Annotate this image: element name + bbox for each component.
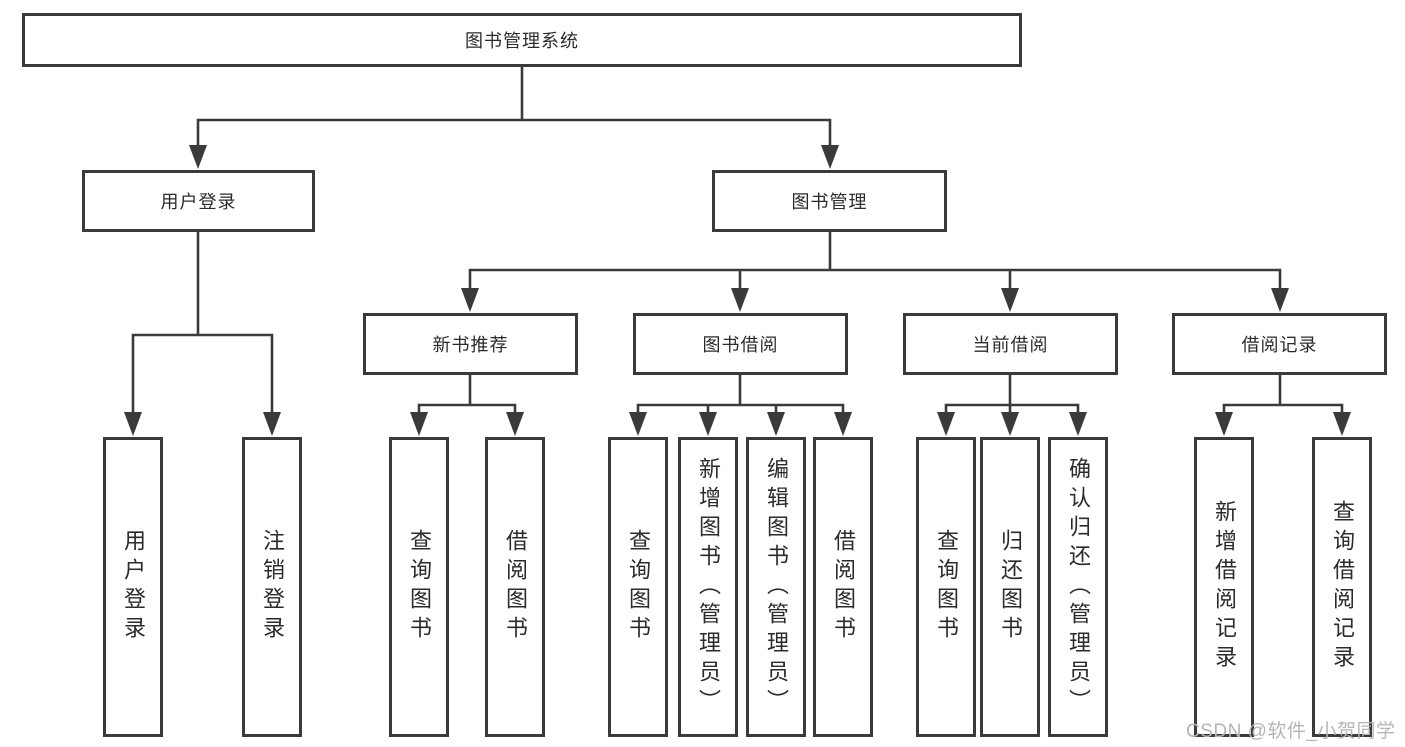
leaf-label: 新增借阅记录	[1212, 500, 1237, 674]
node-label: 图书借阅	[702, 335, 779, 355]
leaf-label: 查询借阅记录	[1330, 500, 1355, 674]
leaf-label: 用户登录	[121, 529, 146, 645]
leaf-add-borrow-record: 新增借阅记录	[1194, 437, 1254, 737]
arrow-down-icon	[937, 412, 955, 436]
arrow-down-icon	[506, 412, 524, 436]
node-label: 当前借阅	[972, 335, 1049, 355]
leaf-query-books-3: 查询图书	[916, 437, 976, 737]
connector-book-mgmt-to-level3	[468, 230, 1282, 292]
arrow-down-icon	[629, 412, 647, 436]
node-label: 新书推荐	[432, 335, 509, 355]
node-root-system: 图书管理系统	[22, 13, 1022, 67]
leaf-borrow-books-1: 借阅图书	[485, 437, 545, 737]
arrow-down-icon	[124, 412, 142, 436]
arrow-down-icon	[1001, 412, 1019, 436]
leaf-query-books-1: 查询图书	[389, 437, 449, 737]
leaf-query-books-2: 查询图书	[608, 437, 668, 737]
leaf-logout: 注销登录	[242, 437, 302, 737]
leaf-query-borrow-record: 查询借阅记录	[1312, 437, 1372, 737]
leaf-label: 借阅图书	[503, 529, 528, 645]
arrow-down-icon	[263, 412, 281, 436]
leaf-user-login: 用户登录	[103, 437, 163, 737]
connector-new-books-branch	[417, 373, 517, 416]
node-new-book-recommend: 新书推荐	[363, 313, 578, 375]
arrow-down-icon	[699, 412, 717, 436]
connector-records-branch	[1222, 373, 1344, 416]
arrow-down-icon	[767, 412, 785, 436]
leaf-return-books: 归还图书	[980, 437, 1040, 737]
connector-user-login-branch	[131, 230, 274, 416]
node-label: 借阅记录	[1241, 335, 1318, 355]
arrow-down-icon	[1271, 288, 1289, 312]
leaf-add-books-admin: 新增图书（管理员）	[678, 437, 738, 737]
leaf-borrow-books-2: 借阅图书	[813, 437, 873, 737]
csdn-watermark: CSDN @软件_小贺同学	[1186, 721, 1396, 742]
arrow-down-icon	[189, 145, 207, 169]
node-book-borrowing: 图书借阅	[633, 313, 848, 375]
arrow-down-icon	[1001, 288, 1019, 312]
node-book-management: 图书管理	[712, 170, 947, 232]
arrow-down-icon	[1215, 412, 1233, 436]
leaf-label: 新增图书（管理员）	[696, 456, 721, 718]
node-label: 图书管理	[791, 192, 868, 212]
node-label: 用户登录	[160, 192, 237, 212]
node-current-borrowing: 当前借阅	[903, 313, 1118, 375]
leaf-label: 借阅图书	[831, 529, 856, 645]
arrow-down-icon	[410, 412, 428, 436]
leaf-label: 查询图书	[934, 529, 959, 645]
leaf-label: 注销登录	[260, 529, 285, 645]
node-user-login: 用户登录	[82, 170, 315, 232]
arrow-down-icon	[461, 288, 479, 312]
arrow-down-icon	[1333, 412, 1351, 436]
leaf-label: 查询图书	[407, 529, 432, 645]
connector-borrowing-branch	[636, 373, 845, 416]
leaf-label: 归还图书	[998, 529, 1023, 645]
node-label: 图书管理系统	[465, 31, 579, 51]
arrow-down-icon	[821, 145, 839, 169]
arrow-down-icon	[834, 412, 852, 436]
leaf-confirm-return-admin: 确认归还（管理员）	[1048, 437, 1108, 737]
leaf-label: 确认归还（管理员）	[1066, 456, 1091, 718]
arrow-down-icon	[731, 288, 749, 312]
leaf-label: 查询图书	[626, 529, 651, 645]
node-borrowing-records: 借阅记录	[1172, 313, 1387, 375]
leaf-edit-books-admin: 编辑图书（管理员）	[746, 437, 806, 737]
arrow-down-icon	[1069, 412, 1087, 436]
leaf-label: 编辑图书（管理员）	[764, 456, 789, 718]
connector-current-branch	[944, 373, 1080, 416]
connector-root-to-level2	[196, 65, 832, 149]
